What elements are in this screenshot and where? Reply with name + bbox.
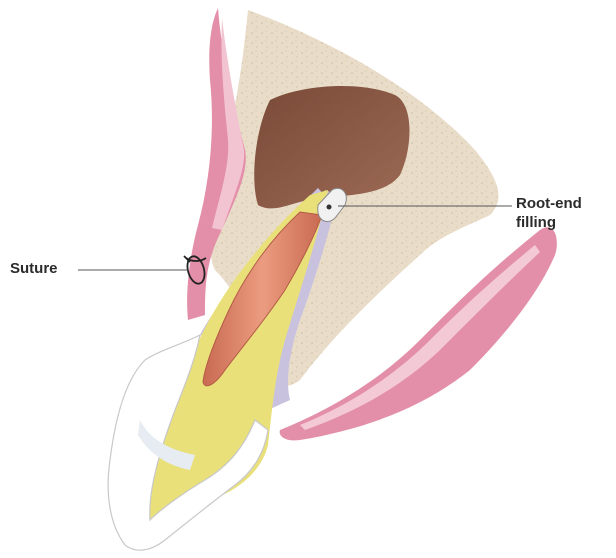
root-end-filling-label: Root-end filling <box>516 194 582 232</box>
root-end-filling-label-line2: filling <box>516 213 582 232</box>
root-end-filling-marker <box>327 205 332 210</box>
suture-label: Suture <box>10 259 58 278</box>
root-end-filling-label-line1: Root-end <box>516 194 582 213</box>
